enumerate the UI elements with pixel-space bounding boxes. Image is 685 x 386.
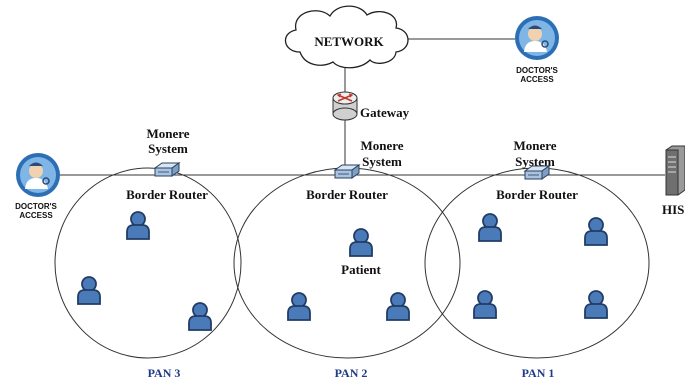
person-icon	[126, 211, 150, 240]
pan3-router-label: Border Router	[126, 187, 208, 202]
network-switch-icon	[334, 164, 360, 179]
network-label: NETWORK	[314, 34, 384, 49]
server-icon	[665, 145, 685, 196]
pan2-system-line2: System	[362, 154, 402, 169]
pan3-system-line2: System	[148, 141, 188, 156]
patient-label: Patient	[341, 262, 381, 277]
doctor-icon	[15, 152, 61, 198]
doctor-access-top-line1: DOCTOR'S	[516, 66, 558, 75]
person-icon	[584, 217, 608, 246]
gateway-label: Gateway	[360, 105, 410, 120]
pan1-label: PAN 1	[522, 366, 555, 380]
person-icon	[584, 290, 608, 319]
pan2-router-label: Border Router	[306, 187, 388, 202]
person-icon	[386, 292, 410, 321]
doctor-access-left-line1: DOCTOR'S	[15, 202, 57, 211]
doctor-access-top-line2: ACCESS	[520, 75, 554, 84]
pan3-area	[54, 167, 242, 359]
pan3-system-line1: Monere	[146, 126, 189, 141]
pan3-label: PAN 3	[148, 366, 181, 380]
his-label: HIS	[662, 202, 684, 217]
person-icon	[473, 290, 497, 319]
person-icon	[349, 228, 373, 257]
pan1-system-line1: Monere	[513, 138, 556, 153]
person-icon	[478, 213, 502, 242]
network-switch-icon	[154, 162, 180, 177]
doctor-icon	[514, 15, 560, 61]
person-icon	[287, 292, 311, 321]
person-icon	[77, 276, 101, 305]
router-icon	[332, 91, 358, 121]
pan1-router-label: Border Router	[496, 187, 578, 202]
pan1-system-line2: System	[515, 154, 555, 169]
cloud-icon	[284, 5, 409, 69]
person-icon	[188, 302, 212, 331]
network-switch-icon	[524, 165, 550, 180]
doctor-access-left-line2: ACCESS	[19, 211, 53, 220]
pan2-label: PAN 2	[335, 366, 368, 380]
pan2-system-line1: Monere	[360, 138, 403, 153]
